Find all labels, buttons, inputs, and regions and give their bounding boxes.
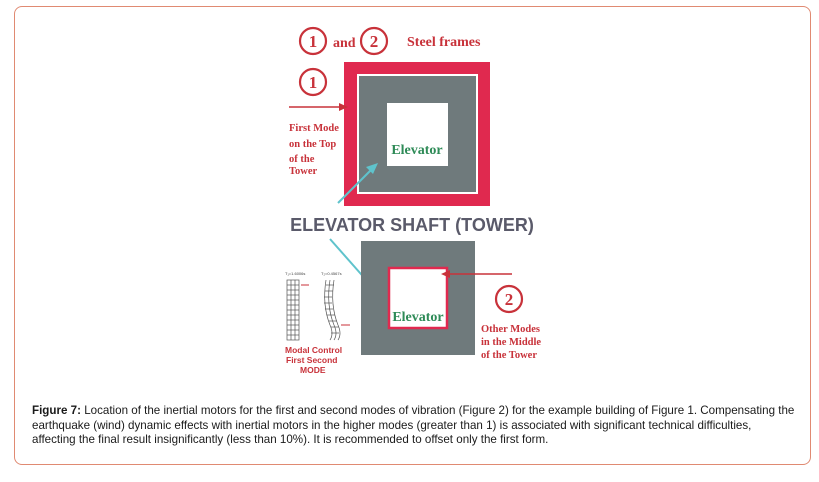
bottom-elevator-label: Elevator	[392, 310, 443, 325]
top-teal-arrow-head	[366, 163, 378, 174]
bottom-elevator-box	[387, 266, 449, 330]
legend-circle-1: 1	[298, 26, 328, 56]
legend-circle-2-text: 2	[370, 32, 379, 51]
legend-circle-1-text: 1	[309, 32, 318, 51]
caption-label: Figure 7:	[32, 404, 81, 417]
first-mode-text: First Mode on the Top of the Tower	[289, 123, 339, 177]
figure-caption: Figure 7: Location of the inertial motor…	[32, 404, 798, 448]
modal-control-text: Modal Control First Second MODE	[285, 345, 342, 375]
mode-1-circle: 1	[298, 67, 328, 97]
other-modes-arrow-head	[441, 270, 450, 278]
modal-line-3: MODE	[300, 365, 326, 375]
other-modes-line-1: Other Modes	[481, 324, 540, 335]
mini-label-1: T₁=1.6006s	[285, 271, 305, 276]
first-mode-line-4: Tower	[289, 166, 318, 177]
first-mode-frame	[286, 279, 300, 341]
other-modes-text: Other Modes in the Middle of the Tower	[481, 324, 541, 361]
mini-label-2: T₂=0.4567s	[321, 271, 342, 276]
mode-1-circle-text: 1	[309, 73, 318, 92]
mode-2-circle: 2	[494, 284, 524, 314]
first-mode-line-3: of the	[289, 154, 315, 165]
diagram: 1 and 2 Steel frames 1 Elevator First Mo…	[285, 26, 541, 375]
legend-circle-2: 2	[359, 26, 389, 56]
top-teal-arrow-line	[337, 169, 372, 204]
mode-shape-illustration: T₁=1.6006s T₂=0.4567s	[285, 271, 350, 341]
modal-line-1: Modal Control	[285, 345, 342, 355]
other-modes-line-3: of the Tower	[481, 350, 537, 361]
first-mode-line-1: First Mode	[289, 123, 339, 134]
modal-line-2: First Second	[286, 355, 337, 365]
caption-text: Location of the inertial motors for the …	[32, 404, 795, 446]
first-mode-line-2: on the Top	[289, 139, 336, 150]
mode-2-circle-text: 2	[505, 290, 514, 309]
second-mode-frame	[324, 279, 341, 341]
first-mode-arrow-head	[339, 103, 348, 111]
top-elevator-label: Elevator	[391, 143, 442, 158]
top-elevator-box	[387, 103, 448, 166]
figure-border	[14, 6, 811, 465]
other-modes-line-2: in the Middle	[481, 337, 541, 348]
shaft-title: ELEVATOR SHAFT (TOWER)	[290, 215, 534, 235]
steel-frames-label: Steel frames	[407, 35, 481, 50]
and-text: and	[333, 36, 356, 51]
